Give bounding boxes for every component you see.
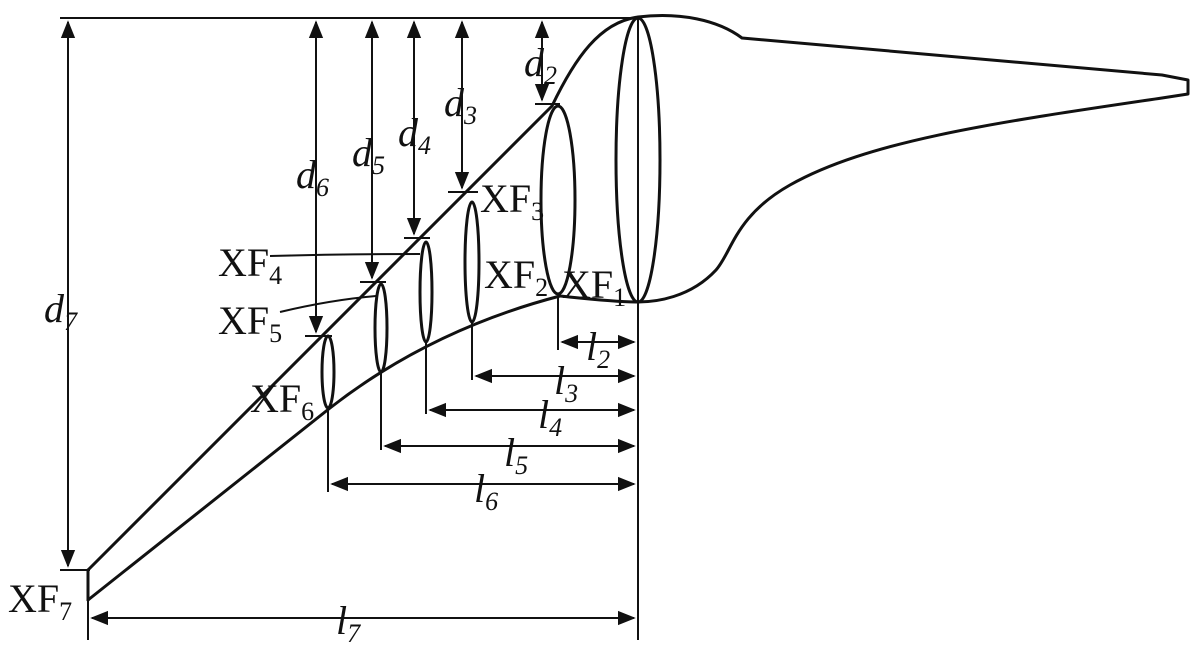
label-xf6: XF6 (250, 376, 314, 426)
label-d4: d4 (398, 110, 431, 160)
label-xf2: XF2 (484, 252, 548, 302)
section-xf2-ellipse (539, 104, 577, 296)
length-labels: l2 l3 l4 l5 l6 l7 (336, 324, 610, 648)
height-labels: d2 d3 d4 d5 d6 d7 (44, 40, 557, 336)
leader-xf5 (279, 295, 377, 313)
label-d5: d5 (352, 130, 385, 180)
label-l5: l5 (504, 430, 528, 480)
blade-upper-edge (86, 104, 554, 572)
section-xf6-ellipse (320, 334, 336, 410)
blade-lower-edge (86, 294, 562, 602)
section-labels: XF1 XF2 XF3 XF4 XF5 XF6 XF7 (8, 176, 626, 626)
label-xf1: XF1 (562, 262, 626, 312)
label-xf5: XF5 (218, 298, 282, 348)
label-l7: l7 (336, 598, 361, 648)
height-dimensions (60, 20, 550, 568)
label-l6: l6 (474, 466, 498, 516)
leader-xf4 (269, 253, 421, 257)
blade-root-outline (550, 14, 1190, 304)
section-xf3-ellipse (463, 200, 481, 324)
label-xf3: XF3 (480, 176, 544, 226)
label-l4: l4 (538, 392, 562, 442)
length-dimensions (90, 334, 636, 626)
label-d7: d7 (44, 286, 78, 336)
section-xf4-ellipse (418, 240, 434, 344)
label-xf7: XF7 (8, 576, 72, 626)
label-l2: l2 (586, 324, 610, 374)
label-xf4: XF4 (218, 240, 282, 290)
section-xf5-ellipse (373, 282, 389, 374)
reference-lines (60, 17, 640, 640)
label-l3: l3 (554, 358, 578, 408)
label-d6: d6 (296, 152, 329, 202)
label-d3: d3 (444, 80, 477, 130)
label-d2: d2 (524, 40, 557, 90)
